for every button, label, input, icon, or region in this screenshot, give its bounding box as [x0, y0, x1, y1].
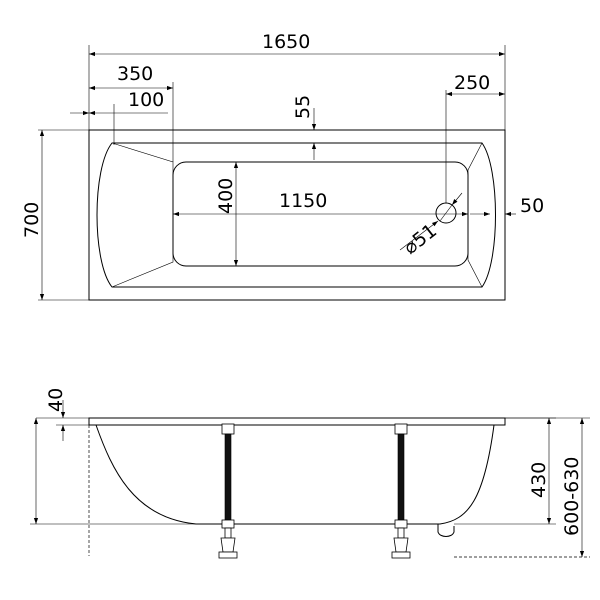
headrest-left [111, 142, 174, 288]
dim-rim-55: 55 [292, 95, 314, 119]
dim-depth: 430 [528, 462, 550, 498]
leg-left [218, 423, 238, 559]
dim-rim-50: 50 [520, 195, 544, 217]
dim-inner-length: 1150 [279, 190, 327, 212]
top-view: 1650 350 100 55 250 700 400 1150 ⌀51 [21, 31, 544, 301]
dim-drain-diameter: ⌀51 [400, 220, 442, 259]
dim-offset-100: 100 [128, 89, 164, 111]
tub-shell [95, 424, 495, 525]
drain-trap [437, 524, 455, 537]
dim-width: 700 [21, 202, 43, 238]
headrest-right [467, 142, 483, 288]
leg-right [391, 423, 411, 559]
dim-length: 1650 [262, 31, 310, 53]
side-view: 40 430 600-630 [30, 388, 590, 559]
dim-drain-offset: 250 [454, 72, 490, 94]
dim-offset-350: 350 [117, 63, 153, 85]
dim-inner-width: 400 [215, 178, 237, 214]
rim-slab [88, 417, 506, 426]
dim-rim-thickness: 40 [45, 388, 67, 412]
dim-height-range: 600-630 [561, 457, 583, 536]
